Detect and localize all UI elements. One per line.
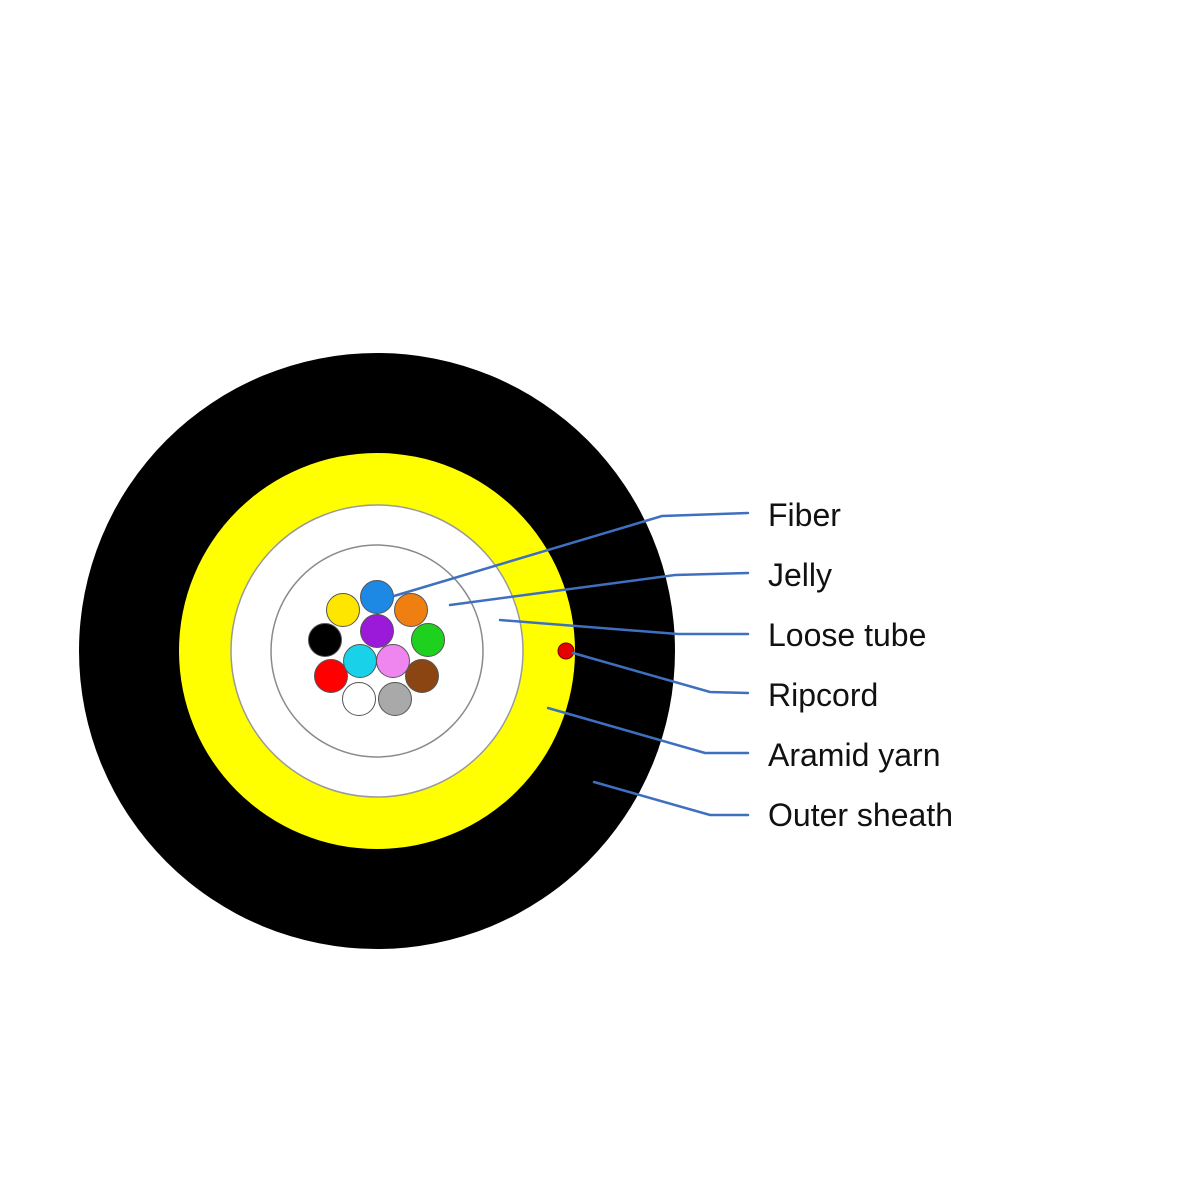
fiber-white	[342, 682, 376, 716]
label-jelly: Jelly	[768, 557, 832, 593]
fiber-brown	[405, 659, 439, 693]
label-aramid-yarn: Aramid yarn	[768, 737, 941, 773]
fiber-rose	[376, 644, 410, 678]
label-outer-sheath: Outer sheath	[768, 797, 953, 833]
label-ripcord: Ripcord	[768, 677, 878, 713]
fiber-gray	[378, 682, 412, 716]
jelly-region	[270, 544, 484, 758]
label-fiber: Fiber	[768, 497, 841, 533]
label-loose-tube: Loose tube	[768, 617, 926, 653]
leader-line-jelly	[448, 571, 750, 607]
leader-line-ripcord	[571, 651, 750, 695]
ripcord	[557, 642, 575, 660]
leader-line-loose-tube	[498, 618, 750, 636]
leader-line-aramid-yarn	[546, 706, 750, 755]
fiber-yellow	[326, 593, 360, 627]
fiber-red	[314, 659, 348, 693]
fiber-aqua	[343, 644, 377, 678]
fiber-bundle	[308, 580, 445, 716]
fiber-violet	[360, 614, 394, 648]
leader-lines	[392, 511, 750, 817]
cable-cross-section	[79, 353, 675, 949]
fiber-blue	[360, 580, 394, 614]
fiber-green	[411, 623, 445, 657]
leader-line-fiber	[392, 511, 750, 598]
labels: Fiber Jelly Loose tube Ripcord Aramid ya…	[768, 497, 953, 833]
leader-line-outer-sheath	[592, 780, 750, 817]
fiber-orange	[394, 593, 428, 627]
fiber-black	[308, 623, 342, 657]
